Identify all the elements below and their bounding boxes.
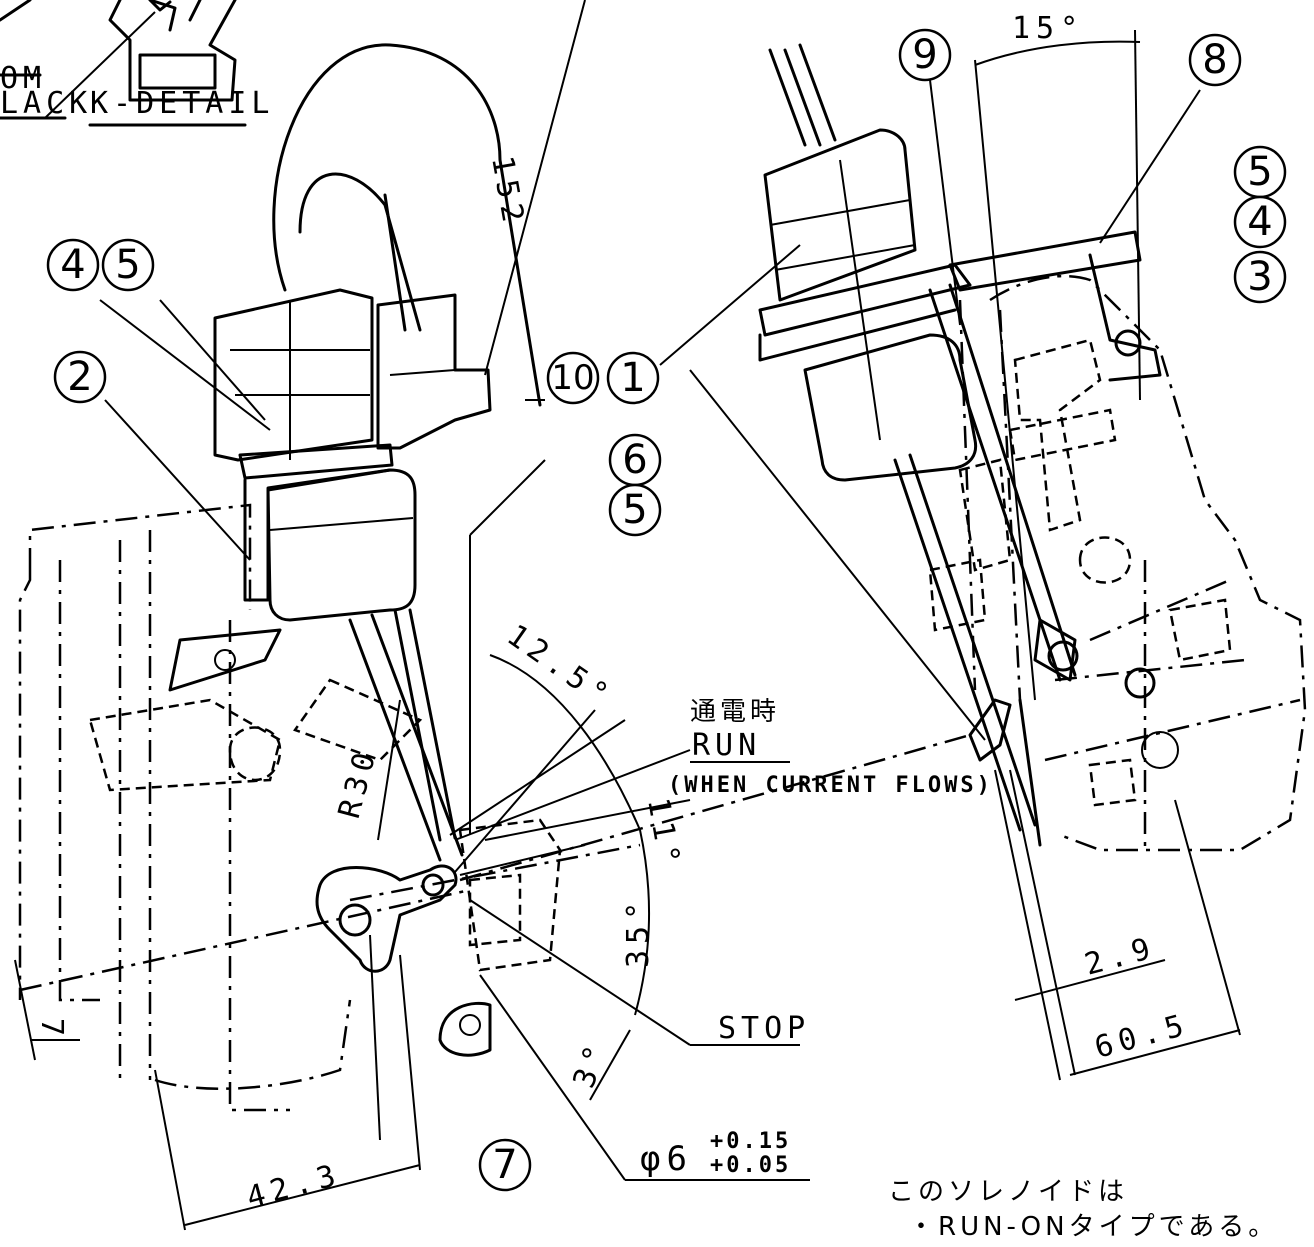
note-line-2: ・RUN-ONタイプである。 [908,1212,1278,1242]
balloon-6-label: 6 [622,437,647,483]
balloon-7 [478,1138,532,1192]
balloon-5-left [101,238,155,292]
dimension-r30: R30 [332,743,384,822]
k-detail-title: K-DETAIL [90,86,275,121]
balloon-5-mid [608,483,662,537]
dimension-2-9: 2.9 [1081,930,1160,982]
balloon-5-mid-label: 5 [622,487,647,533]
balloon-4-right [1233,195,1287,249]
note-line-1: このソレノイドは [888,1177,1128,1207]
balloon-3 [1233,250,1287,304]
balloon-10-label: 10 [551,358,594,398]
balloon-7-label: 7 [492,1142,517,1188]
balloon-2-label: 2 [67,354,92,400]
run-japanese-label: 通電時 [690,697,780,727]
right-view [758,43,1307,852]
lack-label: LACK [0,86,92,121]
balloon-1 [606,351,660,405]
balloon-10 [546,351,600,405]
dimension-35deg: 35° [621,896,656,968]
balloon-1-label: 1 [620,355,645,401]
run-label: RUN [692,728,761,763]
stop-label: STOP [718,1011,810,1046]
dimension-15deg: 15° [1012,11,1084,46]
balloon-8 [1188,33,1242,87]
dimension-11deg: 11° [640,795,687,872]
balloon-5-left-label: 5 [115,242,140,288]
tolerance-upper: +0.15 [710,1129,791,1154]
balloon-3-label: 3 [1247,254,1272,300]
dimension-3deg: 3° [567,1036,616,1093]
balloon-9-label: 9 [912,32,937,78]
balloon-5-right-label: 5 [1247,149,1272,195]
when-current-flows-label: (WHEN CURRENT FLOWS) [668,773,993,798]
balloon-2 [53,350,107,404]
leader-top-connector [484,0,586,376]
balloon-8-label: 8 [1202,37,1227,83]
dimension-42-3: 42.3 [243,1157,345,1216]
balloon-4-right-label: 4 [1247,199,1272,245]
phi6-diameter: φ6 [640,1139,693,1179]
dimension-152: 152 [484,153,531,230]
balloon-4-left-label: 4 [60,242,85,288]
tolerance-lower: +0.05 [710,1153,791,1178]
om-label: OM [0,61,46,96]
left-view [18,43,971,1112]
balloon-4-left [46,238,100,292]
dimension-7: 7 [34,1018,69,1042]
k-detail-view [0,0,247,127]
balloon-9 [898,28,952,82]
